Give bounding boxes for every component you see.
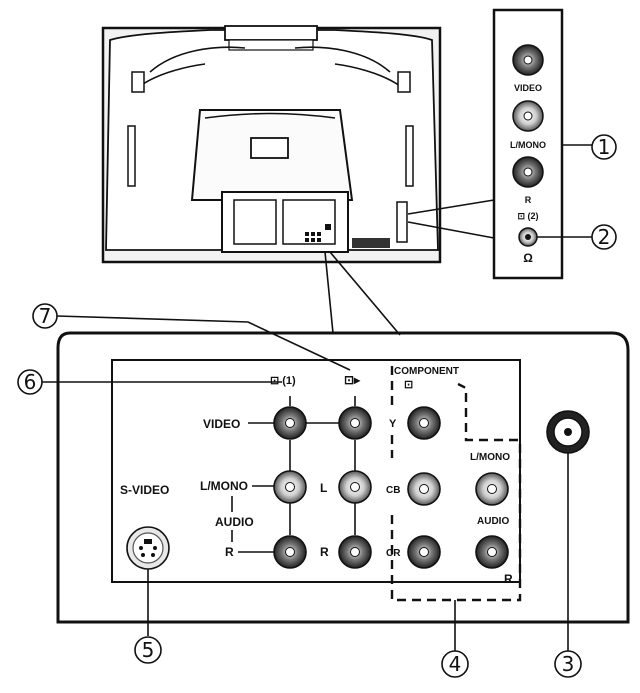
l-label: L bbox=[320, 481, 327, 495]
component-input-icon: ⊡ bbox=[404, 379, 413, 391]
side-input2-label: ⊡ (2) bbox=[517, 211, 538, 221]
side-r-label: R bbox=[525, 195, 532, 205]
svg-text:5: 5 bbox=[142, 638, 155, 662]
audio-label: AUDIO bbox=[215, 515, 254, 529]
svg-text:6: 6 bbox=[24, 370, 37, 394]
callout-6: 6 bbox=[17, 369, 282, 395]
comp-audio-label: AUDIO bbox=[477, 516, 509, 527]
svg-text:7: 7 bbox=[39, 304, 52, 328]
svg-text:1: 1 bbox=[598, 135, 611, 159]
side-video-label: VIDEO bbox=[514, 83, 542, 93]
y-label: Y bbox=[389, 418, 397, 430]
callout-3: 3 bbox=[554, 453, 582, 678]
component-label: COMPONENT bbox=[394, 366, 459, 377]
comp-lmono-label: L/MONO bbox=[470, 452, 510, 463]
callout-2: 2 bbox=[537, 224, 617, 250]
video-label: VIDEO bbox=[203, 417, 240, 431]
callout-7: 7 bbox=[32, 303, 351, 371]
callout-1: 1 bbox=[562, 134, 617, 160]
rear-terminal-panel: 7 6 ⊡ (1) ⊡▸ VIDEO L/MONO AUDIO R bbox=[17, 303, 630, 624]
antenna-jack[interactable] bbox=[546, 410, 590, 454]
svideo-label: S-VIDEO bbox=[120, 483, 169, 497]
comp-r-label: R bbox=[504, 572, 513, 586]
side-lmono-label: L/MONO bbox=[510, 140, 546, 150]
input1-label: ⊡ (1) bbox=[270, 375, 296, 387]
lmono-label: L/MONO bbox=[200, 479, 248, 493]
cr-label: CR bbox=[386, 548, 401, 559]
cb-label: CB bbox=[386, 485, 400, 496]
svg-text:4: 4 bbox=[449, 652, 462, 676]
svg-text:3: 3 bbox=[562, 652, 575, 676]
r-label: R bbox=[225, 545, 234, 559]
monitor-out-icon: ⊡▸ bbox=[344, 373, 361, 387]
r2-label: R bbox=[320, 545, 329, 559]
callout-5: 5 bbox=[134, 569, 162, 664]
headphone-icon: Ω bbox=[523, 251, 533, 265]
callout-4: 4 bbox=[441, 600, 469, 678]
svideo-jack[interactable] bbox=[126, 526, 170, 570]
tv-rear-view bbox=[101, 25, 442, 264]
side-input-panel: VIDEO L/MONO R ⊡ (2) Ω bbox=[407, 8, 564, 280]
svg-text:2: 2 bbox=[598, 225, 611, 249]
